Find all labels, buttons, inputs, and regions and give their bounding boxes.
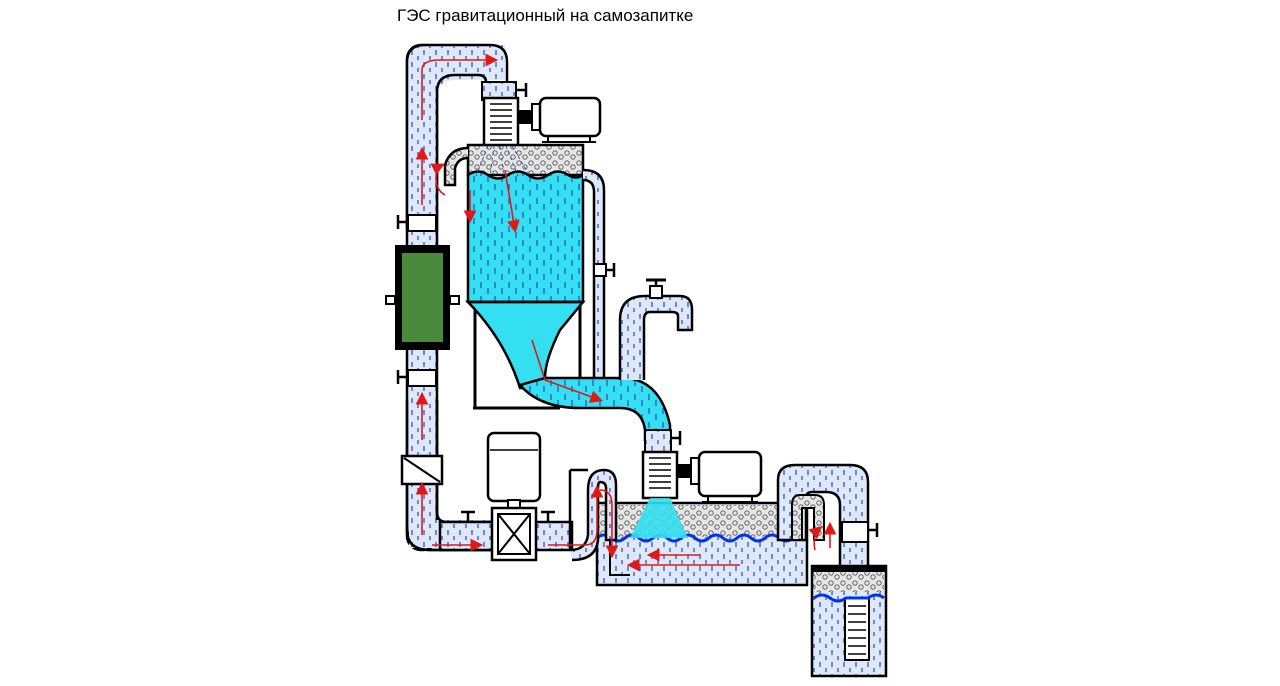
well xyxy=(810,564,888,678)
filter-icon xyxy=(385,245,460,350)
turbine-icon xyxy=(641,429,691,500)
valve-icon xyxy=(396,214,437,232)
turbine-icon xyxy=(481,81,532,148)
lower-basin xyxy=(595,498,809,587)
drain-pipe xyxy=(517,376,672,442)
motor-icon xyxy=(531,96,602,143)
valve-icon xyxy=(396,369,437,387)
tank-icon xyxy=(443,143,616,410)
gate-valve-icon xyxy=(461,431,555,562)
tap-icon xyxy=(618,278,694,380)
motor-icon xyxy=(690,450,763,503)
diagram-title: ГЭС гравитационный на самозапитке xyxy=(397,6,694,25)
check-valve-icon xyxy=(400,454,444,486)
flow-arrows xyxy=(415,53,837,572)
